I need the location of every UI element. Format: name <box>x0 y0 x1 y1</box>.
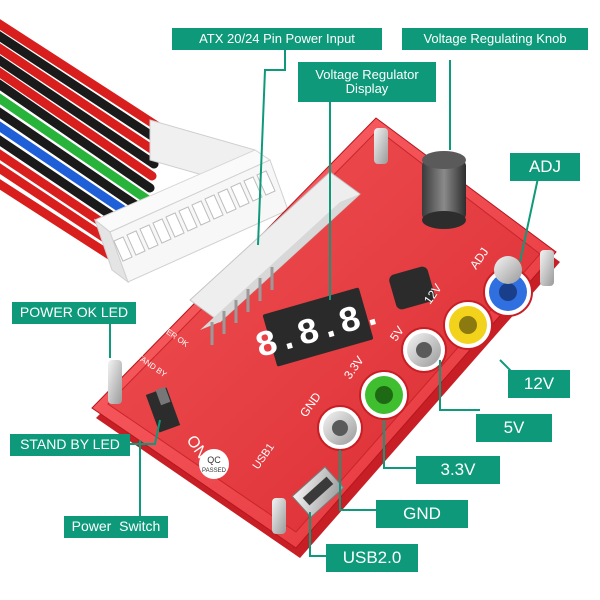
inductor-component <box>389 266 435 310</box>
label-usb2: USB2.0 <box>326 544 418 572</box>
label-3v3: 3.3V <box>416 456 500 484</box>
passed-text: PASSED <box>202 468 227 474</box>
atx-connector-plug <box>93 119 289 284</box>
leader-lines <box>109 50 539 557</box>
label-12v: 12V <box>508 370 570 398</box>
silk-5v: 5V <box>387 324 407 344</box>
terminal-12v[interactable] <box>443 300 493 350</box>
label-5v: 5V <box>476 414 552 442</box>
connector-pin-slots <box>113 170 276 262</box>
qc-passed-sticker: QC PASSED <box>199 449 229 479</box>
atx-24pin-header <box>189 171 361 345</box>
label-power-ok-led: POWER OK LED <box>12 302 136 324</box>
terminal-adj[interactable] <box>483 256 533 317</box>
label-regulator-display: Voltage Regulator Display <box>298 62 436 102</box>
qc-text: QC <box>207 455 221 465</box>
label-gnd: GND <box>376 500 468 528</box>
terminal-gnd[interactable] <box>317 405 363 451</box>
terminal-3v3[interactable] <box>359 370 409 420</box>
label-voltage-knob: Voltage Regulating Knob <box>402 28 588 50</box>
label-power-switch: Power Switch <box>64 516 168 538</box>
voltage-regulating-knob[interactable] <box>422 151 466 229</box>
terminal-5v[interactable] <box>401 327 447 373</box>
atx-ribbon-cable <box>0 19 289 284</box>
label-adj: ADJ <box>510 153 580 181</box>
label-atx-input: ATX 20/24 Pin Power Input <box>172 28 382 50</box>
usb-port[interactable] <box>291 466 345 518</box>
power-switch[interactable] <box>145 386 181 433</box>
label-stand-by-led: STAND BY LED <box>10 434 130 456</box>
breakout-board: 8.8.8. <box>91 117 560 558</box>
standoff-posts <box>108 128 554 534</box>
